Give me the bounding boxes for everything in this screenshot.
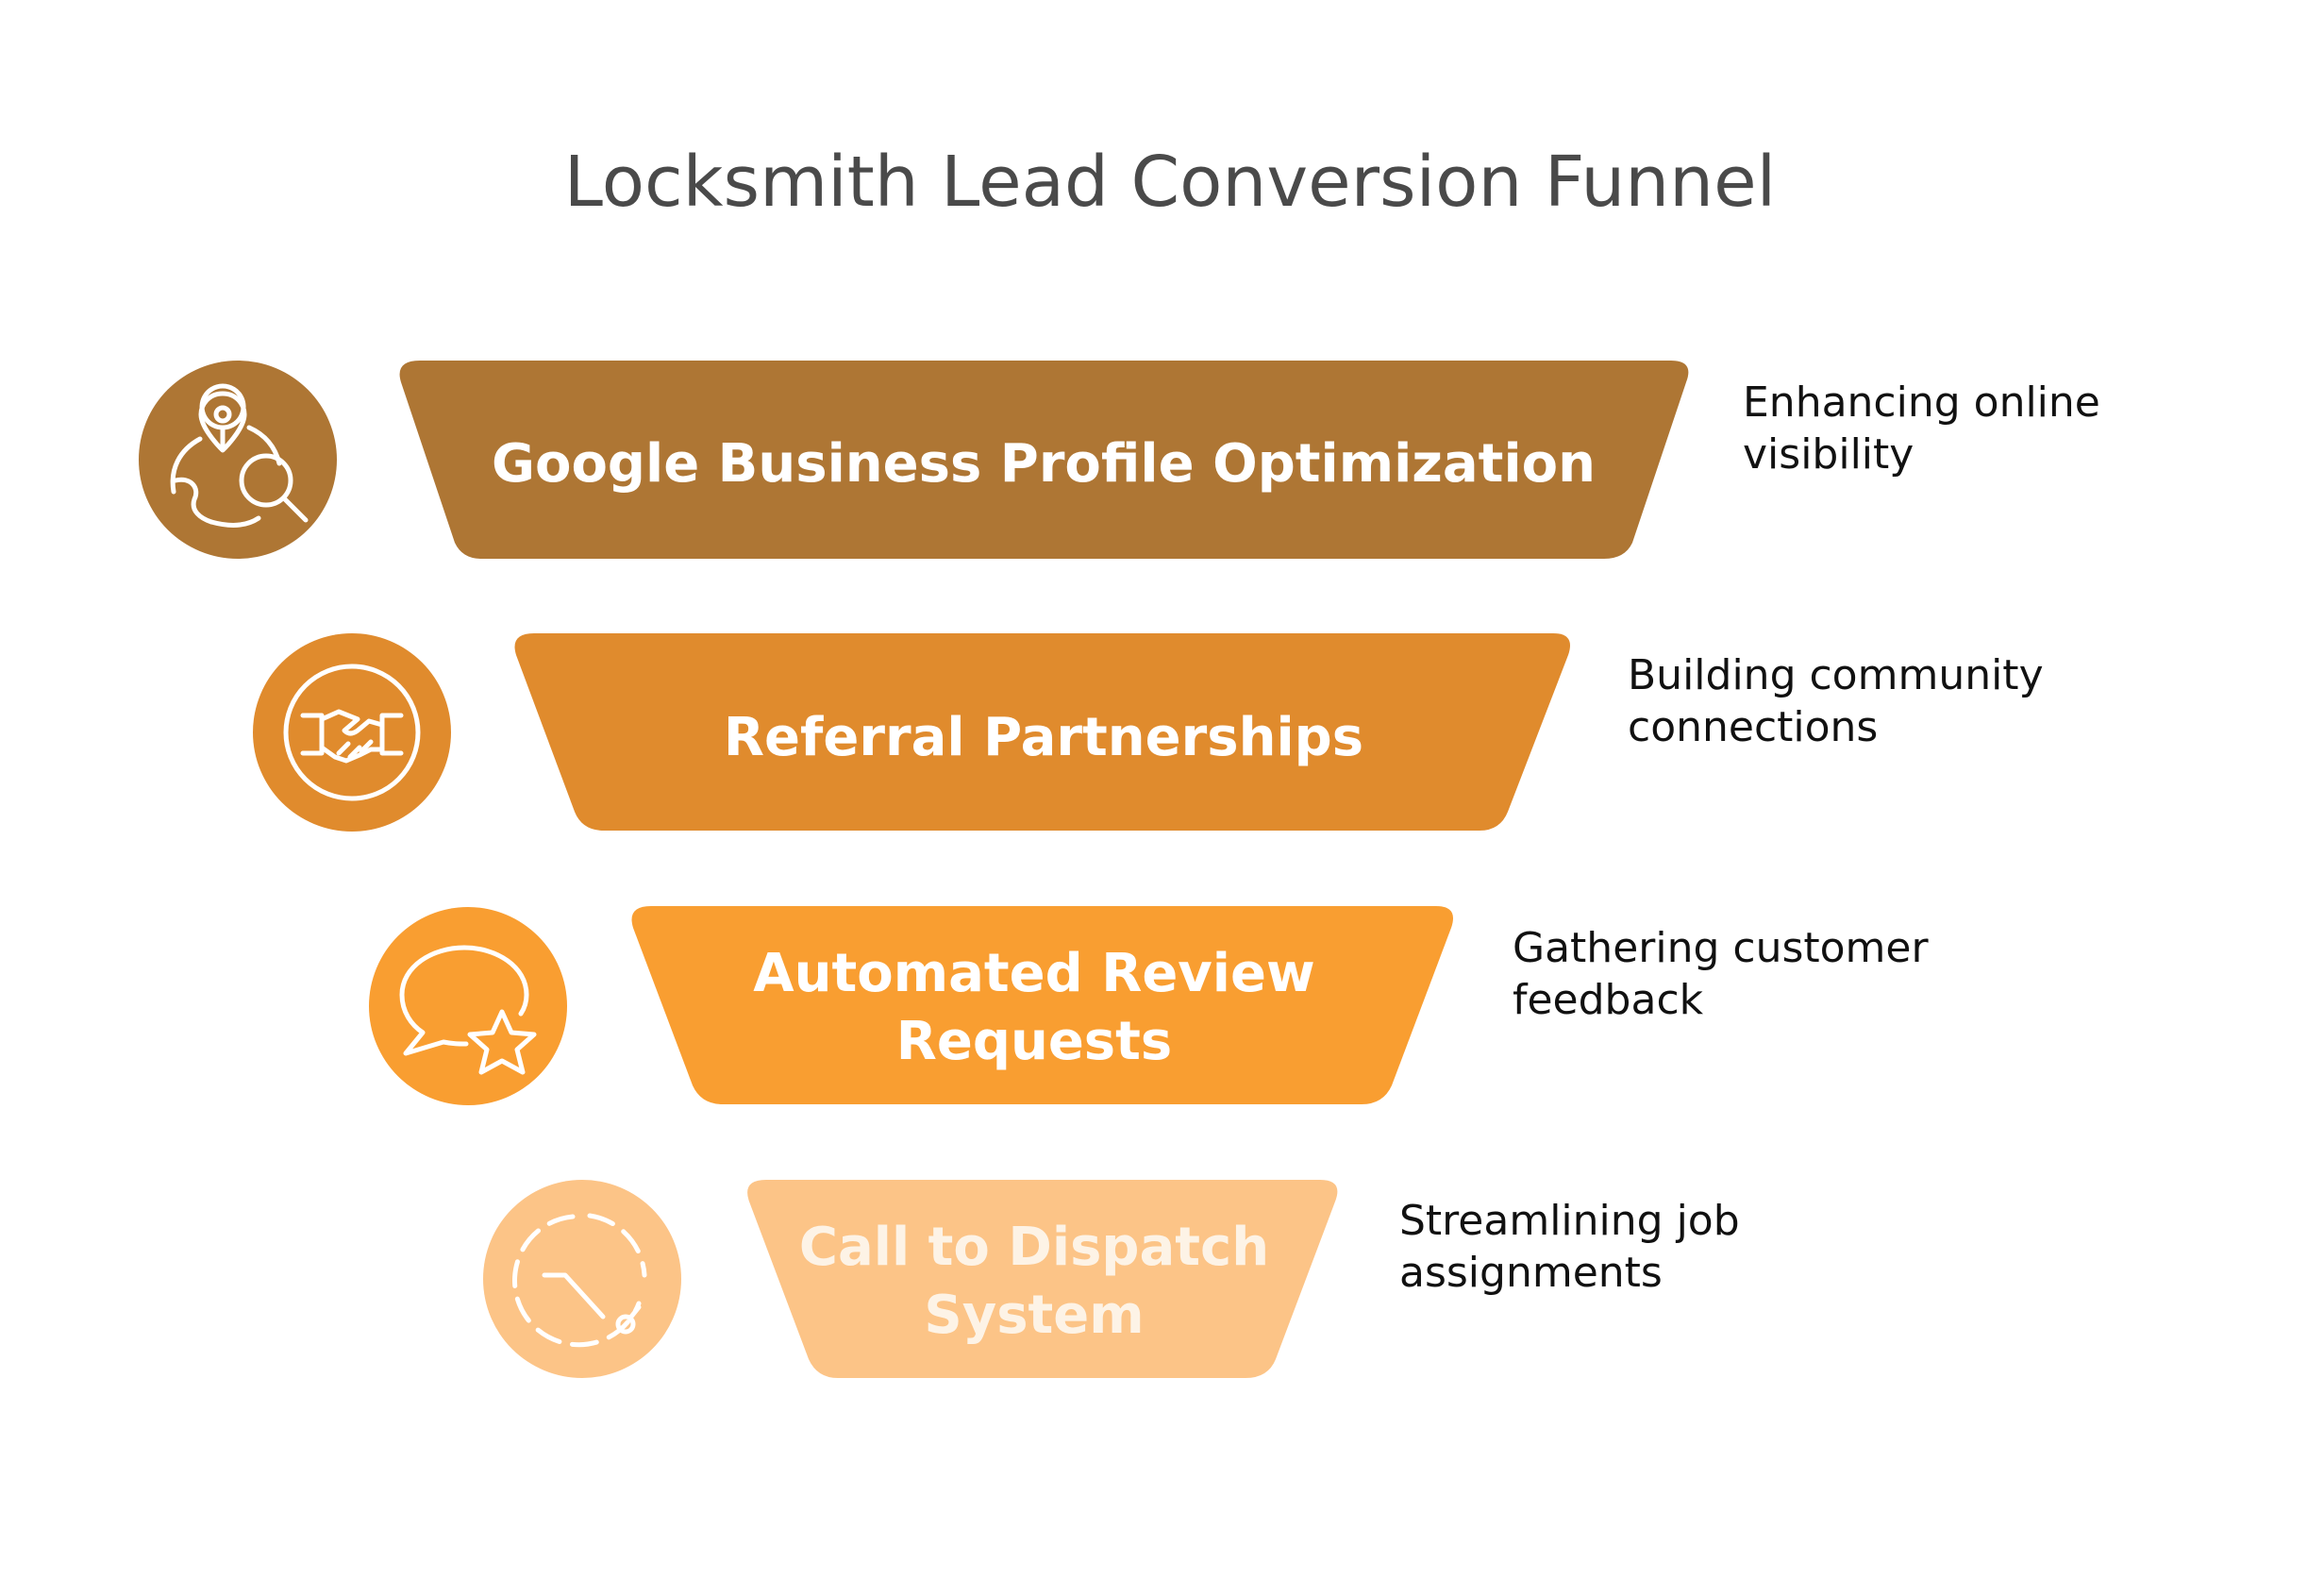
location-search-icon (170, 383, 309, 528)
funnel-stage-1: Google Business Profile Optimization Enh… (139, 361, 2100, 559)
stage-icon-badge (139, 361, 337, 559)
stage-label: Referral Partnerships (724, 707, 1363, 768)
funnel-stage-2: Referral Partnerships Building community… (253, 633, 2044, 832)
dispatch-route-icon (511, 1213, 647, 1348)
stage-icon-badge (369, 907, 567, 1105)
chat-star-icon (399, 945, 537, 1075)
stage-label: Google Business Profile Optimization (492, 433, 1596, 495)
diagram-title: Locksmith Lead Conversion Funnel (564, 142, 1776, 223)
funnel-band (631, 906, 1453, 1104)
funnel-band (747, 1180, 1338, 1378)
handshake-icon (283, 664, 421, 801)
funnel-band (514, 633, 1570, 831)
funnel-band (399, 361, 1689, 559)
